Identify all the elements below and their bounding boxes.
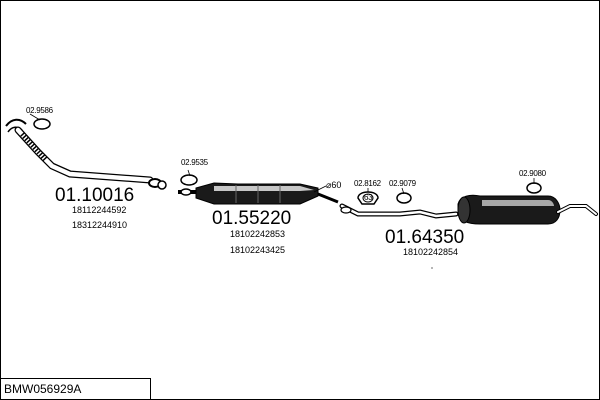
accessory-label: 02.9080 [519, 169, 547, 178]
diagram-code: BMW056929A [4, 382, 81, 396]
part-number: 01.55220 [212, 208, 291, 229]
gasket-02-9079 [396, 187, 412, 204]
oem-number: 18112244592 [72, 205, 126, 215]
stray-dot [431, 267, 433, 269]
clamp-badge: 63 [364, 193, 373, 202]
gasket-02-9080 [526, 178, 542, 194]
oem-number: 18312244910 [72, 220, 127, 230]
clamp-02-8162: 63 [357, 188, 379, 205]
middle-silencer-part [178, 182, 339, 205]
oem-number: 18102242854 [403, 247, 458, 257]
part-number: 01.10016 [55, 185, 134, 206]
oem-number: 18102242853 [230, 229, 285, 239]
front-pipe-part [5, 118, 167, 190]
gasket-02-9586 [29, 113, 51, 130]
diameter-label: ⌀60 [326, 180, 341, 190]
accessory-label: 02.9535 [181, 158, 209, 167]
gasket-02-9535 [180, 169, 198, 186]
accessory-label: 02.9079 [389, 179, 417, 188]
rear-silencer-part [339, 194, 598, 225]
oem-number: 18102243425 [230, 245, 285, 255]
part-number: 01.64350 [385, 227, 464, 248]
accessory-label: 02.9586 [26, 106, 54, 115]
accessory-label: 02.8162 [354, 179, 382, 188]
diameter-marker: ⌀60 [313, 180, 341, 193]
diagram-code-box: BMW056929A [0, 378, 151, 400]
